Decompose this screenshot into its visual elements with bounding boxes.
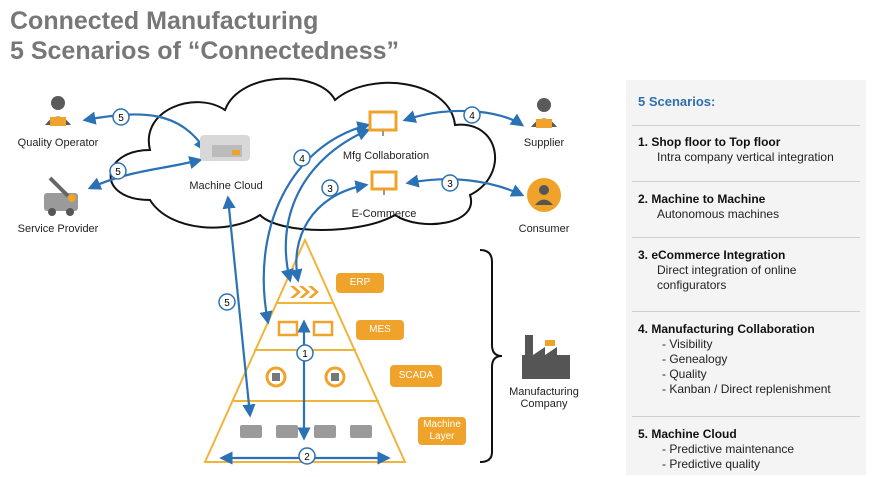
machine-layer-tag: Machine Layer: [418, 417, 466, 445]
consumer-icon: [527, 178, 561, 212]
scenario-4-bullet: - Quality: [662, 367, 707, 381]
arrow-ecom-consumer: [405, 174, 525, 197]
mfg-collaboration-label: Mfg Collaboration: [342, 150, 430, 162]
scenario-5-bullet: - Predictive quality: [662, 457, 761, 471]
badge-5c: 5: [218, 293, 236, 311]
machine-cloud-label: Machine Cloud: [189, 180, 263, 192]
svg-text:5: 5: [115, 167, 121, 178]
machine-cloud-icon: [200, 135, 250, 161]
badge-1: 1: [296, 344, 314, 362]
quality-operator-icon: [45, 96, 71, 126]
scenario-3-title: 3. eCommerce Integration: [638, 248, 786, 262]
consumer-label: Consumer: [518, 223, 570, 235]
badge-3a: 3: [441, 174, 459, 192]
scenario-2: 2. Machine to Machine Autonomous machine…: [638, 192, 860, 222]
erp-chevrons-icon: [290, 286, 319, 298]
title-line-1: Connected Manufacturing: [10, 7, 319, 35]
scenario-4-bullet: - Genealogy: [662, 352, 728, 366]
supplier-label: Supplier: [523, 137, 565, 149]
scenario-3: 3. eCommerce Integration Direct integrat…: [638, 248, 860, 293]
page-title: Connected Manufacturing 5 Scenarios of “…: [10, 6, 399, 66]
svg-text:3: 3: [327, 184, 333, 195]
divider: [632, 416, 860, 417]
scenario-1-title: 1. Shop floor to Top floor: [638, 135, 781, 149]
divider: [632, 311, 860, 312]
scenarios-panel: 5 Scenarios: 1. Shop floor to Top floor …: [626, 80, 866, 475]
mfg-collaboration-icon: [368, 110, 398, 136]
scenario-4-bullet: - Visibility: [662, 337, 713, 351]
service-provider-label: Service Provider: [17, 223, 99, 235]
scenario-5: 5. Machine Cloud - Predictive maintenanc…: [638, 427, 860, 472]
badges: 5 5 5 4 4 3 3 1 2: [109, 106, 481, 465]
arrow-quality-cloud: [82, 111, 207, 153]
svg-text:2: 2: [304, 452, 310, 463]
divider: [632, 237, 860, 238]
svg-text:5: 5: [118, 113, 124, 124]
scenario-2-title: 2. Machine to Machine: [638, 192, 766, 206]
badge-4b: 4: [293, 149, 311, 167]
quality-operator-label: Quality Operator: [17, 137, 99, 149]
badge-5b: 5: [109, 162, 127, 180]
factory-icon: [522, 335, 570, 379]
svg-text:3: 3: [447, 179, 453, 190]
scenario-3-sub: Direct integration of online configurato…: [657, 263, 797, 292]
ecommerce-label: E-Commerce: [351, 208, 417, 220]
title-line-2: 5 Scenarios of “Connectedness”: [10, 37, 400, 65]
scenarios-heading: 5 Scenarios:: [638, 94, 716, 109]
badge-2: 2: [298, 447, 316, 465]
scada-layer-tag: SCADA: [390, 365, 442, 387]
ecommerce-icon: [370, 170, 398, 195]
arrow-cloud-machines: [222, 195, 256, 418]
scenario-5-title: 5. Machine Cloud: [638, 427, 737, 441]
badge-5a: 5: [112, 108, 130, 126]
svg-text:5: 5: [224, 298, 230, 309]
company-bracket: [479, 249, 503, 463]
svg-text:1: 1: [302, 349, 308, 360]
divider: [632, 181, 860, 182]
svg-text:4: 4: [469, 111, 475, 122]
arrow-service-cloud: [87, 156, 203, 190]
mes-terminals-icon: [277, 320, 334, 337]
machine-layer-icons: [240, 425, 372, 438]
badge-3b: 3: [321, 179, 339, 197]
scenario-4: 4. Manufacturing Collaboration - Visibil…: [638, 322, 860, 397]
scenario-5-bullet: - Predictive maintenance: [662, 442, 795, 456]
scenario-1-sub: Intra company vertical integration: [657, 150, 834, 164]
arrow-ecom-erp: [289, 180, 369, 283]
connectedness-diagram: 5 5 5 4 4 3 3 1 2: [44, 77, 570, 465]
manufacturing-company-label: Manufacturing Company: [509, 386, 579, 410]
badge-4a: 4: [463, 106, 481, 124]
mes-layer-tag: MES: [356, 320, 404, 340]
scenario-4-bullet: - Kanban / Direct replenishment: [662, 382, 831, 396]
service-provider-icon: [44, 176, 78, 216]
erp-layer-tag: ERP: [336, 273, 384, 293]
scenario-1: 1. Shop floor to Top floor Intra company…: [638, 135, 860, 165]
scada-icons: [265, 366, 346, 388]
svg-text:4: 4: [299, 154, 305, 165]
scenario-2-sub: Autonomous machines: [657, 207, 780, 221]
supplier-icon: [531, 98, 557, 128]
scenario-4-title: 4. Manufacturing Collaboration: [638, 322, 815, 336]
divider: [632, 125, 860, 126]
